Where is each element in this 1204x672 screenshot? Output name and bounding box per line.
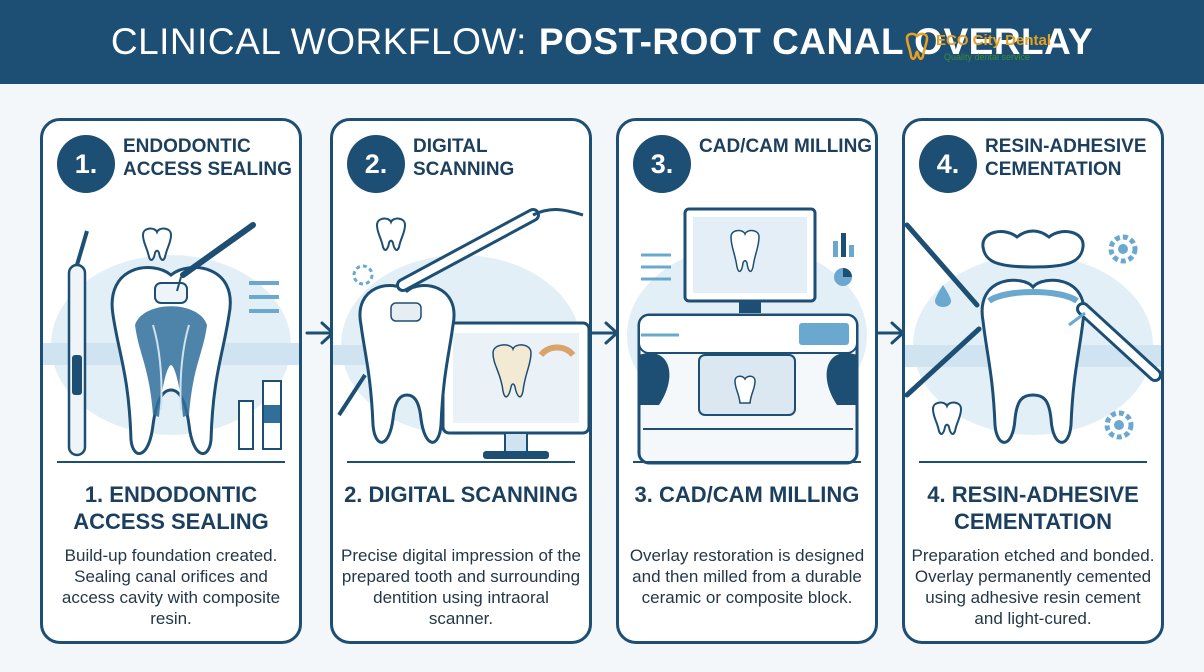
step-description: Overlay restoration is designed and then… — [629, 546, 865, 607]
step-card-3: 3. CAD/CAM MILLING 3. CAD/CAM MILLING Ov… — [616, 118, 878, 644]
logo-tagline: Quality dental service — [944, 52, 1031, 62]
step-description: Build-up foundation created. Sealing can… — [61, 546, 281, 628]
step-description: Preparation etched and bonded. Overlay p… — [911, 546, 1155, 628]
card-divider — [919, 461, 1147, 463]
cad-cam-milling-machine-illustration — [627, 207, 867, 465]
intraoral-scanner-illustration — [333, 208, 589, 459]
card-divider — [633, 461, 861, 463]
step-title: 3. CAD/CAM MILLING — [634, 482, 860, 507]
step-number-badge: 1. — [57, 135, 115, 193]
step-heading: CAD/CAM MILLING — [699, 136, 873, 157]
card-divider — [347, 461, 575, 463]
step-title: 1. ENDODONTIC ACCESS SEALING — [73, 482, 269, 534]
step-number-badge: 4. — [919, 135, 977, 193]
step-card-1: 1. ENDODONTIC ACCESS SEALING 1. ENDODONT… — [40, 118, 302, 644]
title-bold: POST-ROOT CANAL OVERLAY — [538, 21, 1094, 62]
step-heading: DIGITAL SCANNING — [413, 136, 515, 180]
card-divider — [57, 461, 285, 463]
tooth-logo-icon — [905, 32, 929, 60]
header-bar: CLINICAL WORKFLOW: POST-ROOT CANAL OVERL… — [0, 0, 1204, 84]
logo-text: ECO City Dental — [936, 32, 1052, 49]
logo: ECO City Dental Quality dental service — [900, 28, 1090, 68]
adhesive-cementation-illustration — [905, 222, 1161, 444]
step-number-badge: 3. — [633, 135, 691, 193]
root-canal-tooth-illustration — [43, 222, 299, 457]
step-heading: RESIN-ADHESIVE CEMENTATION — [985, 136, 1147, 180]
step-card-2: 2. DIGITAL SCANNING 2. DIGITAL SCANNING … — [330, 118, 592, 644]
step-number-badge: 2. — [347, 135, 405, 193]
step-title: 4. RESIN-ADHESIVE CEMENTATION — [927, 482, 1139, 534]
step-title: 2. DIGITAL SCANNING — [344, 482, 578, 507]
page-title: CLINICAL WORKFLOW: POST-ROOT CANAL OVERL… — [0, 0, 1204, 84]
title-light: CLINICAL WORKFLOW: — [110, 21, 527, 62]
step-heading: ENDODONTIC ACCESS SEALING — [123, 136, 292, 180]
step-description: Precise digital impression of the prepar… — [340, 546, 581, 628]
step-card-4: 4. RESIN-ADHESIVE CEMENTATION 4. RESIN-A… — [902, 118, 1164, 644]
